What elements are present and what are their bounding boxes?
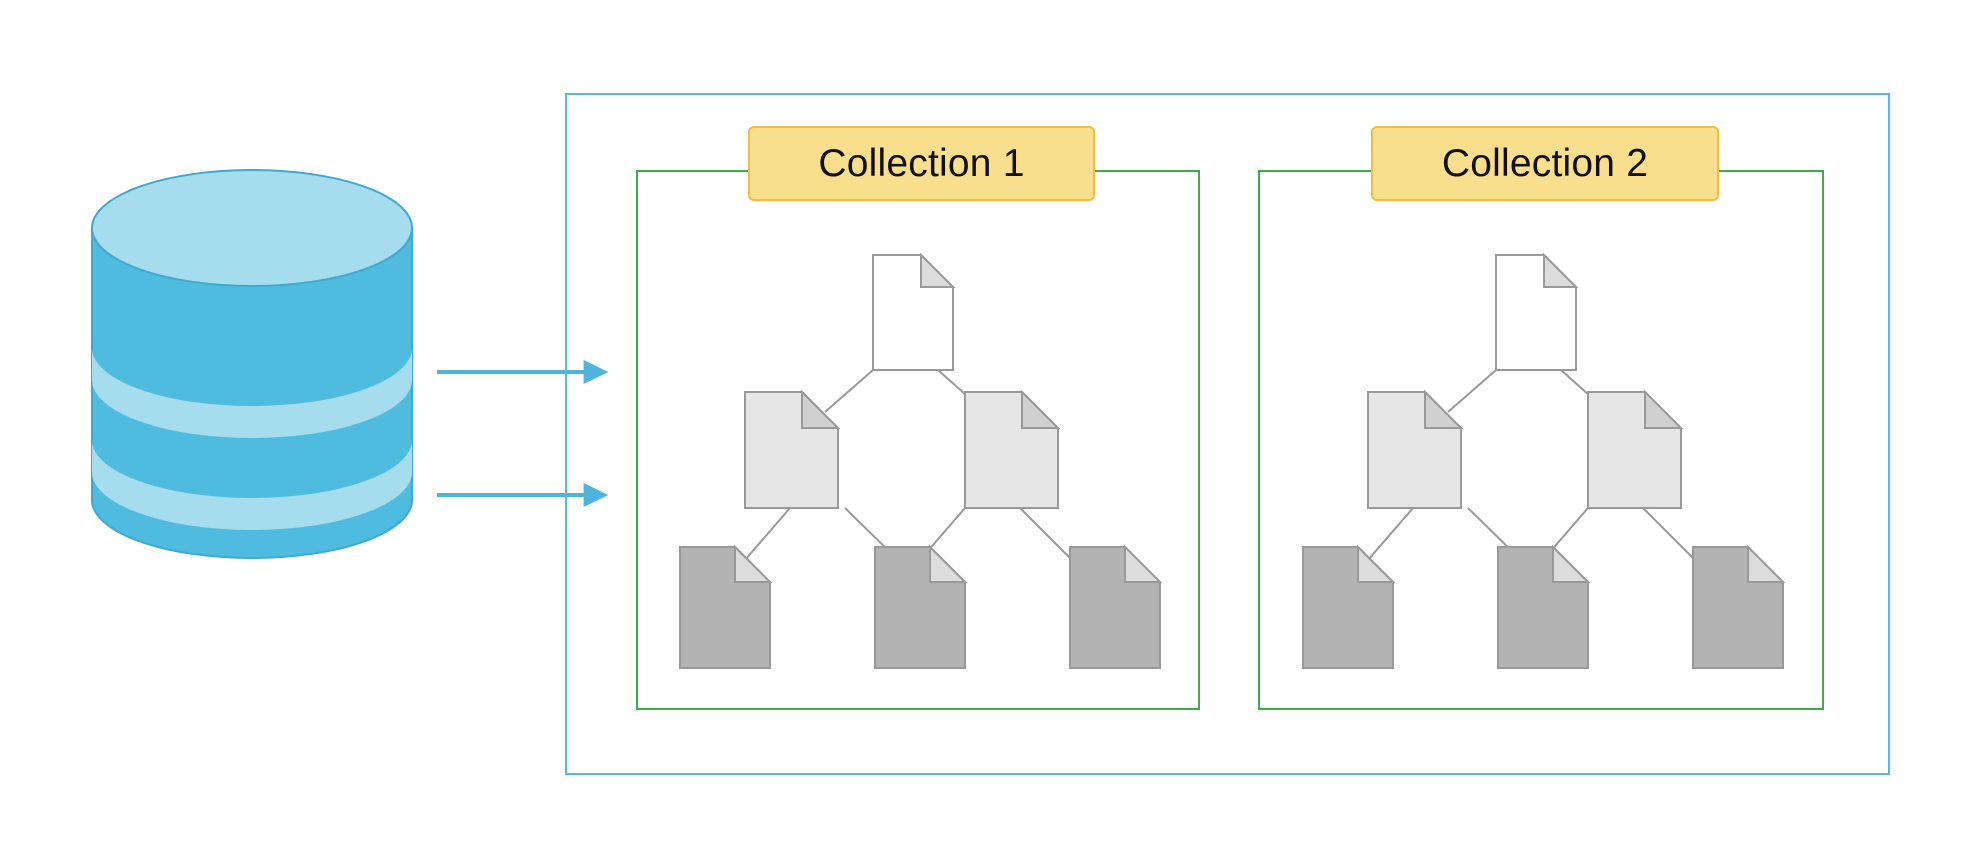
doc-fold	[1357, 544, 1396, 583]
collection-label-text: Collection 2	[1441, 141, 1649, 185]
collection-label-2[interactable]: Collection 2	[1371, 126, 1719, 201]
db-band-upper	[92, 348, 412, 438]
db-top	[91, 169, 413, 287]
document-mid-left[interactable]	[744, 389, 841, 509]
document-mid-left[interactable]	[1367, 389, 1464, 509]
doc-fold	[734, 544, 773, 583]
document-leaf-2[interactable]	[874, 544, 968, 669]
doc-fold	[920, 252, 956, 288]
document-leaf-3[interactable]	[1069, 544, 1163, 669]
doc-fold	[1644, 389, 1684, 429]
document-mid-right[interactable]	[1587, 389, 1684, 509]
db-band-lower	[92, 440, 412, 530]
doc-fold	[1424, 389, 1464, 429]
doc-fold	[1747, 544, 1786, 583]
doc-fold	[1543, 252, 1579, 288]
doc-fold	[801, 389, 841, 429]
document-leaf-1[interactable]	[679, 544, 773, 669]
document-leaf-1[interactable]	[1302, 544, 1396, 669]
document-root[interactable]	[1495, 252, 1579, 371]
collection-label-text: Collection 1	[818, 141, 1025, 185]
collection-label-1[interactable]: Collection 1	[748, 126, 1095, 201]
database-cylinder-icon[interactable]	[91, 169, 413, 559]
doc-fold	[1021, 389, 1061, 429]
doc-fold	[929, 544, 968, 583]
db-body	[91, 227, 413, 559]
doc-fold	[1552, 544, 1591, 583]
doc-fold	[1124, 544, 1163, 583]
document-root[interactable]	[872, 252, 956, 371]
document-leaf-3[interactable]	[1692, 544, 1786, 669]
document-mid-right[interactable]	[964, 389, 1061, 509]
document-leaf-2[interactable]	[1497, 544, 1591, 669]
collections-container[interactable]	[565, 93, 1890, 775]
